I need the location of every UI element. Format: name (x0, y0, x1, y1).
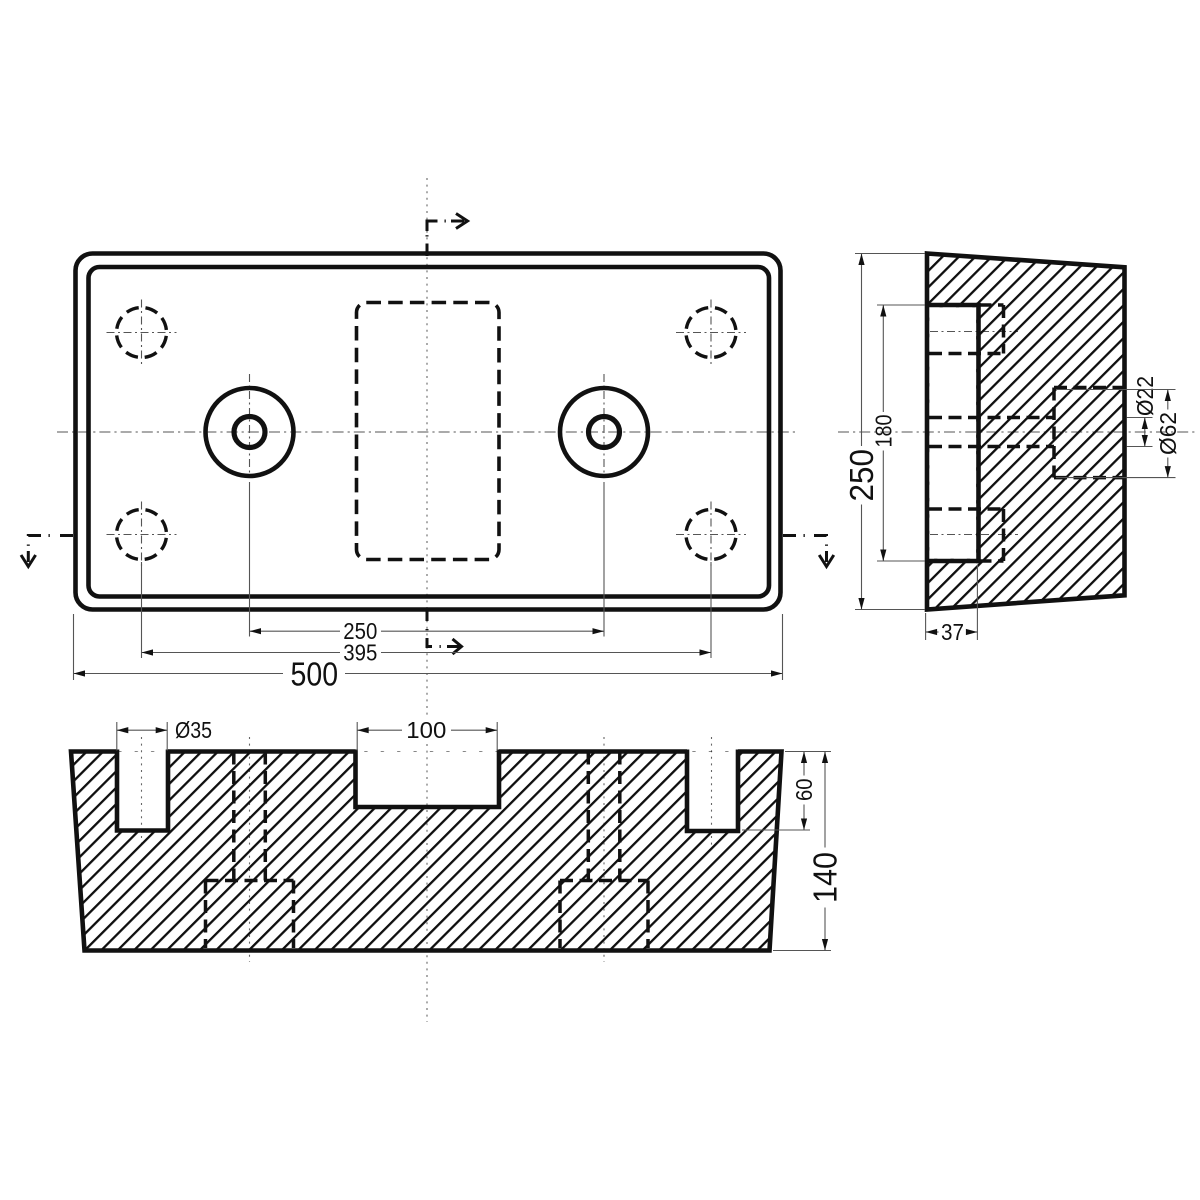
section-arrow-right-icon (455, 212, 471, 230)
dim-label-recess-height: 180 (870, 415, 896, 448)
dim-label-hole-spacing: 395 (343, 640, 377, 666)
dim-label-recess-depth: 37 (941, 619, 964, 645)
dimension-250: 250 (248, 482, 605, 644)
hidden-slot (354, 300, 501, 562)
dim-label-notch-depth: 60 (791, 779, 817, 802)
section-arrow-right-icon (451, 637, 464, 656)
dimension-dia62: Ø62 (1056, 388, 1181, 479)
dim-label-width: 500 (291, 655, 339, 692)
side-recess (925, 302, 981, 564)
dim-label-bolt-spacing: 250 (343, 618, 377, 644)
section-arrow-down-icon (817, 554, 836, 570)
dimension-dia35: Ø35 (116, 717, 212, 751)
front-view: 250 395 500 (19, 178, 836, 1022)
bottom-notches (114, 749, 741, 834)
section-arrow-down-icon (19, 554, 37, 570)
right-round-notch (684, 749, 741, 834)
dim-label-bore-dia: Ø22 (1132, 376, 1158, 416)
dimension-180: 180 (870, 304, 925, 562)
left-bore-circle (231, 413, 268, 451)
dimension-60: 60 (742, 751, 817, 831)
dim-label-counterbore-dia: Ø62 (1155, 412, 1181, 455)
bottom-hidden-bores (203, 751, 650, 948)
side-outline (924, 251, 1127, 612)
dim-label-base-thickness: 140 (807, 852, 844, 903)
dim-label-height: 250 (843, 449, 880, 502)
central-slot-notch (353, 749, 502, 810)
right-bore-circle (585, 413, 623, 451)
dimension-100: 100 (356, 717, 498, 751)
dimension-500: 500 (72, 614, 784, 692)
bottom-hatched-body (71, 751, 782, 951)
section-marker-right (783, 534, 836, 570)
left-round-notch (114, 749, 171, 833)
front-inner-outline (86, 264, 772, 599)
front-mounting-holes (203, 385, 651, 479)
section-marker-left (19, 534, 73, 570)
dimension-side-250: 250 (843, 252, 925, 611)
section-marker-bottom (425, 608, 464, 656)
dimension-395: 395 (140, 562, 712, 666)
dimension-37: 37 (925, 565, 978, 645)
right-counterbore-circle (557, 385, 651, 479)
bottom-outline (68, 749, 784, 953)
side-view: 250 180 Ø22 Ø62 (838, 251, 1196, 645)
dimension-dia22: Ø22 (1126, 376, 1158, 448)
front-corner-holes (114, 305, 738, 562)
dim-label-corner-hole-dia: Ø35 (175, 717, 212, 743)
section-marker-top (425, 212, 471, 256)
dim-label-slot-width: 100 (406, 717, 446, 743)
dimension-140: 140 (773, 750, 844, 952)
left-counterbore-circle (203, 385, 296, 479)
bottom-view: Ø35 100 60 140 (68, 717, 844, 962)
